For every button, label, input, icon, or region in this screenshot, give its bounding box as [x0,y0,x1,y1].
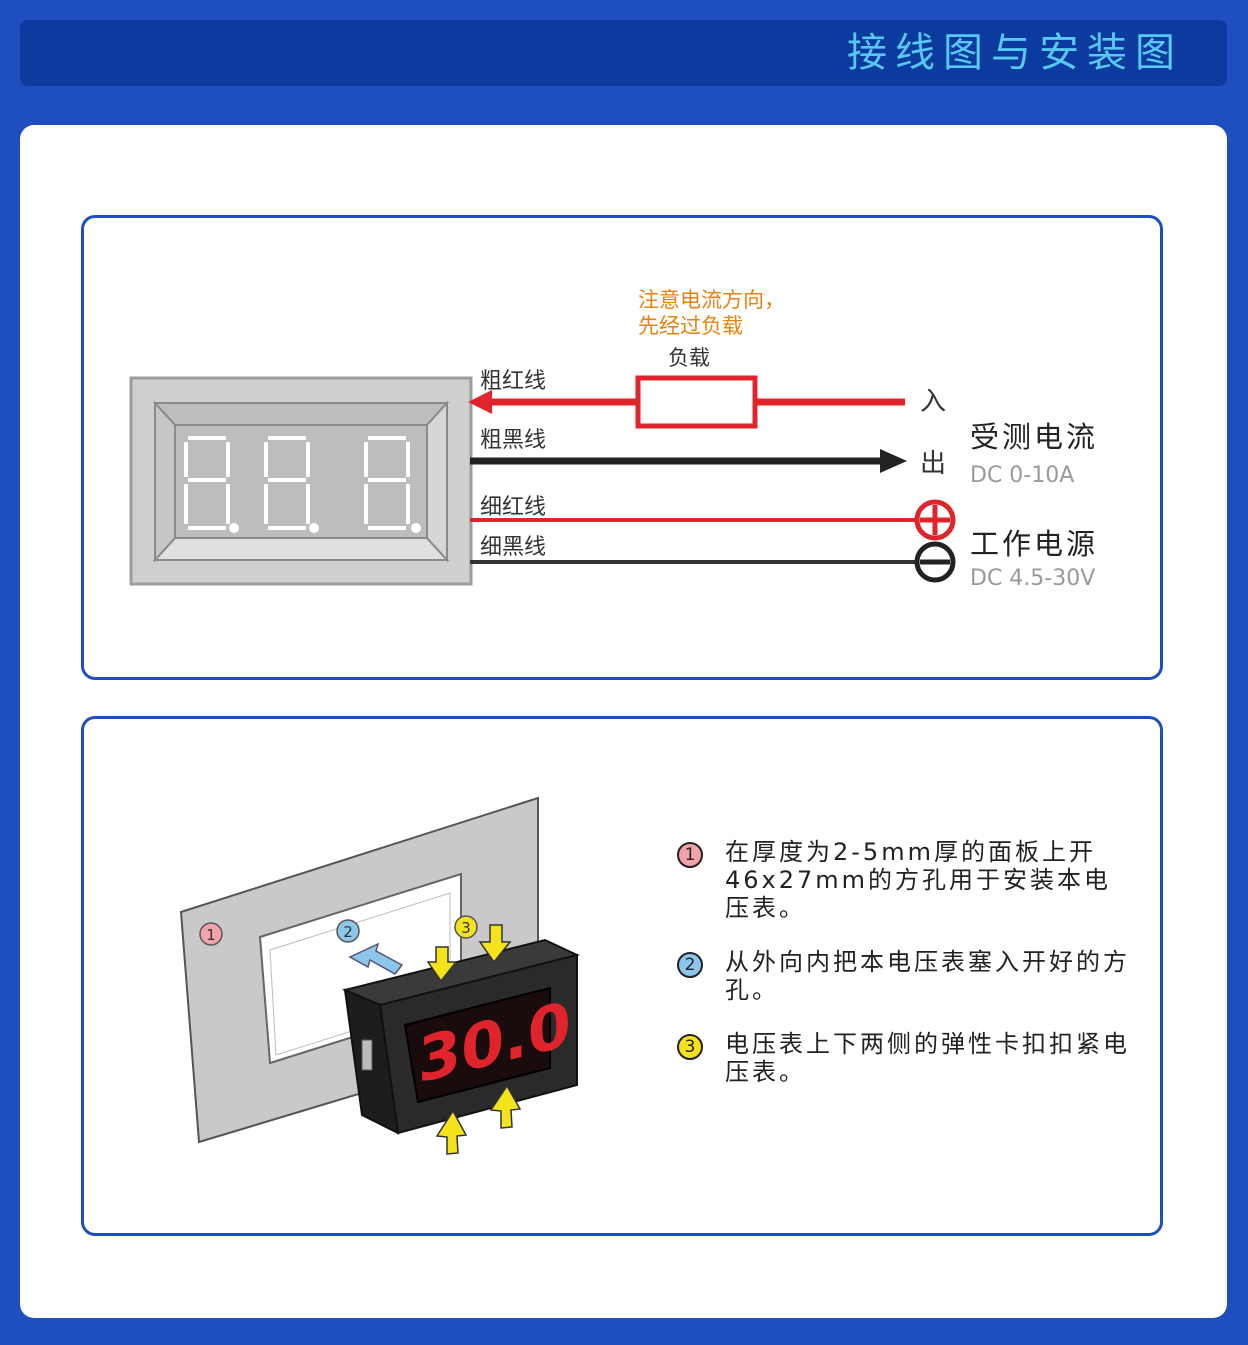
svg-text:1: 1 [206,926,216,944]
out-label: 出 [920,449,946,479]
in-label: 入 [920,387,946,417]
segment-display-icon [184,436,421,533]
step-1-text: 在厚度为2-5mm厚的面板上开46x27mm的方孔用于安装本电压表。 [725,838,1112,922]
minus-terminal-icon [914,541,956,583]
load-label: 负载 [668,346,710,370]
installation-steps: 1 在厚度为2-5mm厚的面板上开46x27mm的方孔用于安装本电压表。 2 从… [675,838,1135,1112]
measured-current-spec: DC 0-10A [970,463,1074,488]
step-1-badge: 1 [677,842,703,868]
svg-text:2: 2 [343,923,353,941]
plus-terminal-icon [914,499,956,541]
thick-black-label: 粗黑线 [480,428,546,453]
load-first-note: 先经过负载 [638,314,743,338]
header-bar: 接线图与安装图 [20,20,1227,86]
svg-text:3: 3 [461,919,471,937]
power-supply-spec: DC 4.5-30V [970,566,1095,591]
current-direction-note: 注意电流方向， [638,288,785,312]
thick-red-label: 粗红线 [480,369,546,394]
thin-red-label: 细红线 [480,495,546,520]
power-supply-title: 工作电源 [970,527,1098,561]
install-step-3: 3 电压表上下两侧的弹性卡扣扣紧电压表。 [675,1030,1135,1086]
step-2-badge: 2 [677,952,703,978]
thick-black-arrow-icon [880,449,907,473]
step-3-badge: 3 [677,1034,703,1060]
meter-illustration [129,376,473,586]
install-step-1: 1 在厚度为2-5mm厚的面板上开46x27mm的方孔用于安装本电压表。 [675,838,1135,922]
load-resistor [635,375,758,429]
marker-2-icon: 2 [336,919,360,943]
marker-3-icon: 3 [454,915,478,939]
clip-arrows-icon [426,924,522,1155]
step-3-text: 电压表上下两侧的弹性卡扣扣紧电压表。 [725,1030,1130,1086]
step-2-text: 从外向内把本电压表塞入开好的方孔。 [725,948,1130,1004]
install-step-2: 2 从外向内把本电压表塞入开好的方孔。 [675,948,1135,1004]
marker-1-icon: 1 [199,922,223,946]
page-title: 接线图与安装图 [847,30,1183,76]
voltmeter-device: 30.0 [341,938,580,1135]
measured-current-title: 受测电流 [970,420,1098,454]
thin-black-label: 细黑线 [480,535,546,560]
thick-red-arrow-icon [468,390,492,414]
insert-arrow-icon [348,942,404,975]
